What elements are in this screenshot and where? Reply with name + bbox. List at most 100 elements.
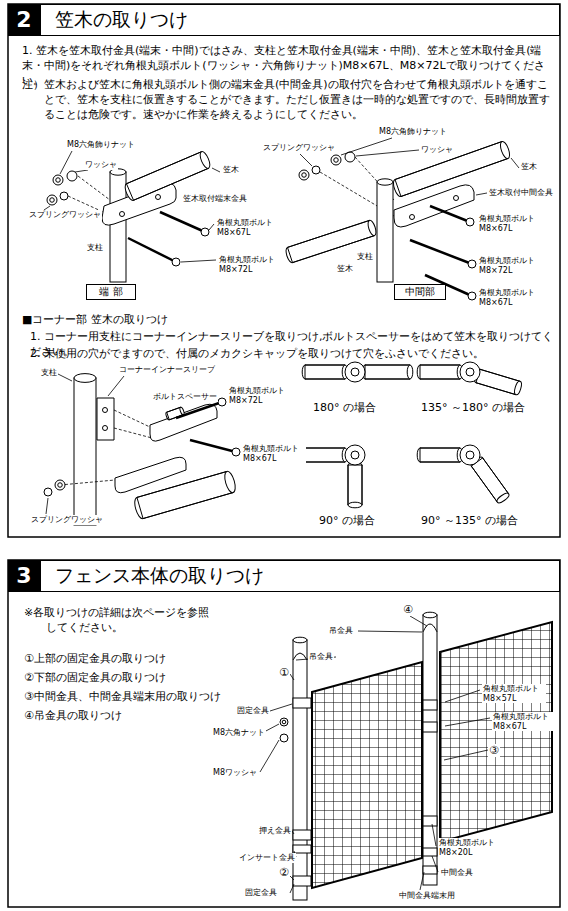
leader-line [260, 740, 279, 772]
section-number-text: 3 [16, 563, 31, 588]
nut-hole [282, 720, 286, 724]
section-header: フェンス本体の取りつけ3 [8, 560, 560, 592]
post-top [377, 179, 393, 185]
leader-line [108, 376, 124, 396]
nut [331, 155, 341, 165]
part-label: 笠木 [336, 264, 354, 274]
section-number: 2 [8, 4, 41, 36]
tube-edge [167, 407, 181, 412]
post [74, 378, 96, 525]
nut [299, 170, 309, 180]
post-cap [351, 451, 359, 459]
middle-bracket [423, 700, 437, 710]
part-label: 支柱 [86, 243, 104, 253]
mesh-panel [440, 622, 552, 842]
part-label: 角根丸頭ボルト M8×67L [216, 218, 280, 237]
tube-edge [476, 383, 516, 395]
rail-tube [420, 448, 460, 462]
angle-caption: 180° の場合 [312, 401, 377, 414]
part-label: 吊金具 [328, 626, 354, 636]
angle-caption: 90° ～135° の場合 [420, 514, 519, 527]
bolt-shaft [190, 440, 236, 452]
instruction-text: 2. 未使用の穴がでますので、付属のメカクシキャップを取りつけて穴をふさいでくだ… [30, 347, 555, 362]
middle-bracket [423, 848, 437, 856]
tube-edge [362, 465, 363, 505]
rail-tube [365, 365, 410, 379]
corner-bracket [150, 404, 217, 441]
nut [53, 175, 63, 185]
bolt-shaft [410, 240, 472, 264]
part-label: 中間金具端末用 [398, 891, 456, 901]
rail-tube [476, 369, 520, 394]
post-top-view [345, 445, 365, 465]
bolt-hole [120, 212, 125, 217]
part-label: 固定金具 [244, 888, 278, 898]
washer [67, 171, 77, 181]
post-top-view [345, 362, 365, 382]
view-caption: 中間部 [405, 285, 435, 299]
tube-edge [471, 466, 497, 502]
leader-line [60, 151, 72, 174]
leader-line [432, 856, 438, 872]
part-label: 笠木取付端末金具 [182, 194, 248, 204]
rail-tube [305, 448, 345, 462]
post-top [293, 637, 307, 643]
post-top-view [460, 362, 480, 382]
leader-line [410, 616, 427, 626]
post-top [74, 374, 96, 383]
tube-edge [483, 458, 509, 494]
leader-line [212, 168, 220, 172]
tube-edge [395, 142, 502, 180]
tube-edge [348, 465, 349, 505]
holding-bracket [293, 830, 311, 840]
section-panel [8, 560, 560, 907]
assembly-guide [60, 480, 115, 485]
nut-hole [302, 173, 307, 178]
bolt-shaft [128, 238, 176, 262]
part-label: スプリングワッシャ [262, 143, 336, 153]
tube-edge [420, 379, 460, 380]
tube-edge [420, 448, 460, 449]
callout-number: ① [278, 666, 290, 679]
part-label: 角根丸頭ボルト M8×67L [492, 712, 556, 731]
leader-line [341, 138, 392, 155]
part-label: M8六角飾りナット [66, 140, 136, 150]
post-cap [466, 368, 474, 376]
corner-inner-sleeve [97, 398, 114, 440]
part-label: 支柱 [40, 368, 58, 378]
leader-line [264, 724, 279, 732]
tube-edge [365, 379, 410, 380]
tube-end [366, 219, 377, 236]
part-label: 吊金具 [308, 652, 334, 662]
nut-hole [50, 198, 55, 203]
nut [280, 718, 288, 726]
leader-line [290, 876, 294, 880]
rail-tube [420, 365, 460, 379]
part-label: 角根丸頭ボルト M8×72L [218, 255, 282, 274]
tube-end [407, 365, 413, 379]
tube-end [499, 140, 512, 159]
part-label: 固定金具 [236, 706, 270, 716]
instruction-text: ①上部の固定金具の取りつけ [24, 652, 166, 667]
part-label: 中間金具 [440, 868, 474, 878]
tube-edge [143, 493, 233, 519]
part-label: ワッシャ [420, 145, 454, 155]
leader-line [444, 750, 488, 760]
post-cap [466, 451, 474, 459]
tube-edge [305, 365, 345, 366]
post [110, 172, 126, 282]
tube-edge [305, 448, 345, 449]
section-title: 笠木の取りつけ [55, 7, 188, 33]
tube-end [496, 492, 511, 505]
leader-line [292, 831, 294, 834]
tube-edge [287, 220, 369, 247]
part-label: M8ワッシャ [212, 768, 258, 778]
callout-number: ③ [488, 744, 500, 757]
tube-edge [420, 462, 460, 463]
end-bracket [423, 866, 437, 874]
part-label: インサート金具 [238, 853, 296, 863]
tube-edge [126, 152, 201, 184]
bolt-head [232, 448, 240, 456]
rail-tube [126, 152, 208, 201]
part-label: ボルトスペーサー [152, 392, 218, 402]
